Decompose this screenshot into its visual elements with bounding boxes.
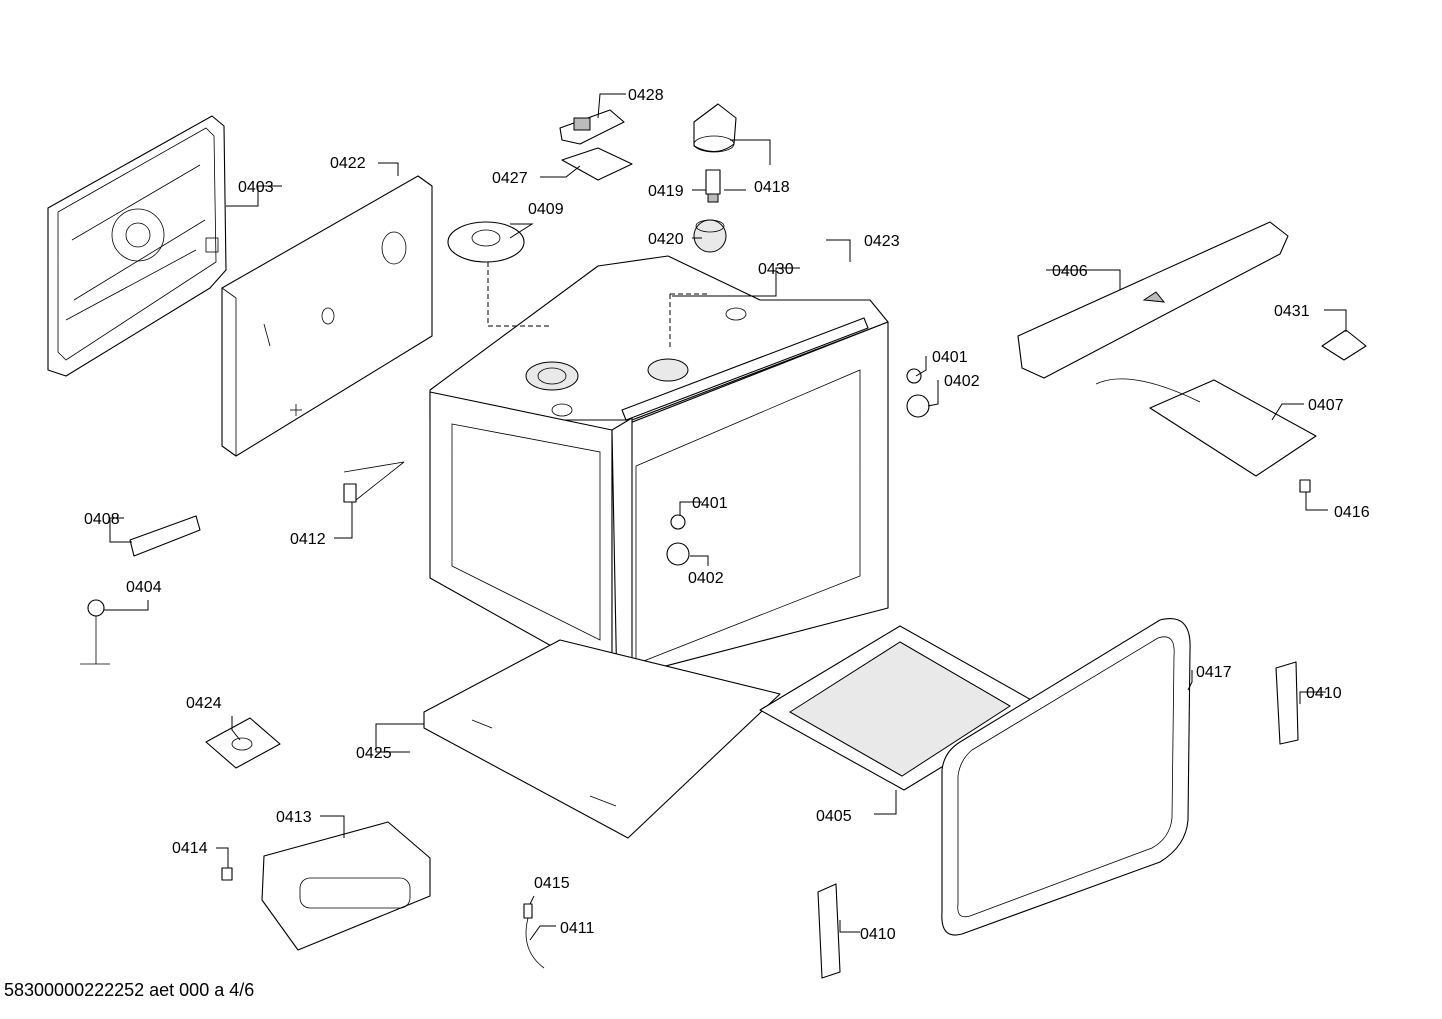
lamp-holder-part (693, 103, 737, 153)
label-0401b: 0401 (692, 495, 728, 512)
pad-part-0424 (205, 717, 281, 769)
hinge-part-right (1275, 661, 1299, 745)
clip-part-0414 (221, 867, 233, 881)
label-0420: 0420 (648, 231, 684, 248)
label-0409: 0409 (528, 201, 564, 218)
label-0416: 0416 (1334, 504, 1370, 521)
knob-part-b (666, 514, 690, 566)
label-0402a: 0402 (944, 373, 980, 390)
label-0428: 0428 (628, 87, 664, 104)
label-0413: 0413 (276, 809, 312, 826)
label-0404: 0404 (126, 579, 162, 596)
label-0415: 0415 (534, 875, 570, 892)
label-0412: 0412 (290, 531, 326, 548)
lamp-bulb-part (705, 169, 721, 203)
oven-cavity-part (429, 255, 889, 753)
label-0419: 0419 (648, 183, 684, 200)
heater-cover-part (1017, 221, 1289, 379)
clip-part-0416 (1299, 479, 1311, 493)
label-0401a: 0401 (932, 349, 968, 366)
label-0408: 0408 (84, 511, 120, 528)
switch-part (559, 109, 625, 145)
drawing-reference-footer: 58300000222252 aet 000 a 4/6 (4, 980, 255, 1000)
lamp-cover-part (693, 219, 727, 253)
floor-plate-part (423, 639, 781, 839)
part-number-labels: 0428 0427 0419 0418 0420 0409 0422 0403 … (84, 87, 1370, 943)
label-0423: 0423 (864, 233, 900, 250)
label-0417: 0417 (1196, 664, 1232, 681)
label-0407: 0407 (1308, 397, 1344, 414)
fan-cover-part (447, 221, 525, 263)
label-0431: 0431 (1274, 303, 1310, 320)
knob-part-a (906, 368, 930, 418)
hinge-part-bottom (817, 883, 841, 979)
insulation-panel-part (221, 175, 433, 457)
label-0425: 0425 (356, 745, 392, 762)
label-0410b: 0410 (860, 926, 896, 943)
label-0424: 0424 (186, 695, 222, 712)
label-0405: 0405 (816, 808, 852, 825)
door-seal-part (941, 618, 1191, 936)
label-0402b: 0402 (688, 570, 724, 587)
spacer-part-0412 (343, 461, 405, 503)
clip-part-0431 (1321, 329, 1367, 361)
terminal-block-part (129, 515, 201, 557)
label-0427: 0427 (492, 170, 528, 187)
bracket-plate-part (561, 147, 633, 181)
leader-lines (104, 93, 1347, 941)
label-0418: 0418 (754, 179, 790, 196)
sensor-part-0415 (523, 903, 545, 969)
label-0414: 0414 (172, 840, 208, 857)
label-0411: 0411 (560, 920, 595, 937)
heating-element-part (261, 821, 431, 951)
label-0406: 0406 (1052, 263, 1088, 280)
grill-rack-part (1095, 378, 1317, 477)
label-0410a: 0410 (1306, 685, 1342, 702)
label-0403: 0403 (238, 179, 274, 196)
bottom-pan-part (759, 625, 1043, 791)
back-panel-part (47, 115, 227, 377)
label-0430: 0430 (758, 261, 794, 278)
label-0422: 0422 (330, 155, 366, 172)
power-cable-part (80, 599, 110, 665)
